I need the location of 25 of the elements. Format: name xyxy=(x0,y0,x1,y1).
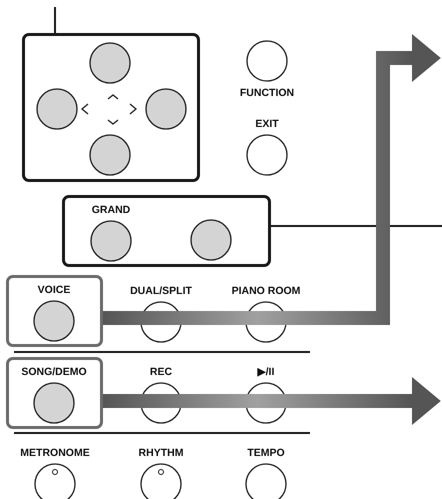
button-label: TEMPO xyxy=(247,447,285,460)
button-label: METRONOME xyxy=(20,447,90,460)
round-button xyxy=(89,42,131,84)
button-label: PIANO ROOM xyxy=(232,285,300,298)
round-button xyxy=(36,88,78,130)
button-group-frame xyxy=(22,33,200,182)
highlight-frame xyxy=(6,357,103,429)
leader-line xyxy=(271,225,442,227)
button-label: REC xyxy=(150,366,172,379)
button-label: FUNCTION xyxy=(240,87,294,100)
button-label: EXIT xyxy=(255,118,279,131)
button-label: VOICE xyxy=(38,284,70,296)
button-label: ▶/II xyxy=(258,366,274,379)
highlight-frame xyxy=(6,275,103,347)
arrow xyxy=(103,377,441,425)
button-label: SONG/DEMO xyxy=(21,366,87,378)
leader-line xyxy=(54,7,56,33)
round-button xyxy=(145,88,187,130)
round-button xyxy=(190,219,232,261)
arrow xyxy=(103,34,441,325)
button-group-frame xyxy=(62,195,271,267)
button-label: RHYTHM xyxy=(138,447,184,460)
button-label: DUAL/SPLIT xyxy=(130,285,192,298)
round-button xyxy=(89,134,131,176)
button-label: GRAND xyxy=(92,204,130,217)
